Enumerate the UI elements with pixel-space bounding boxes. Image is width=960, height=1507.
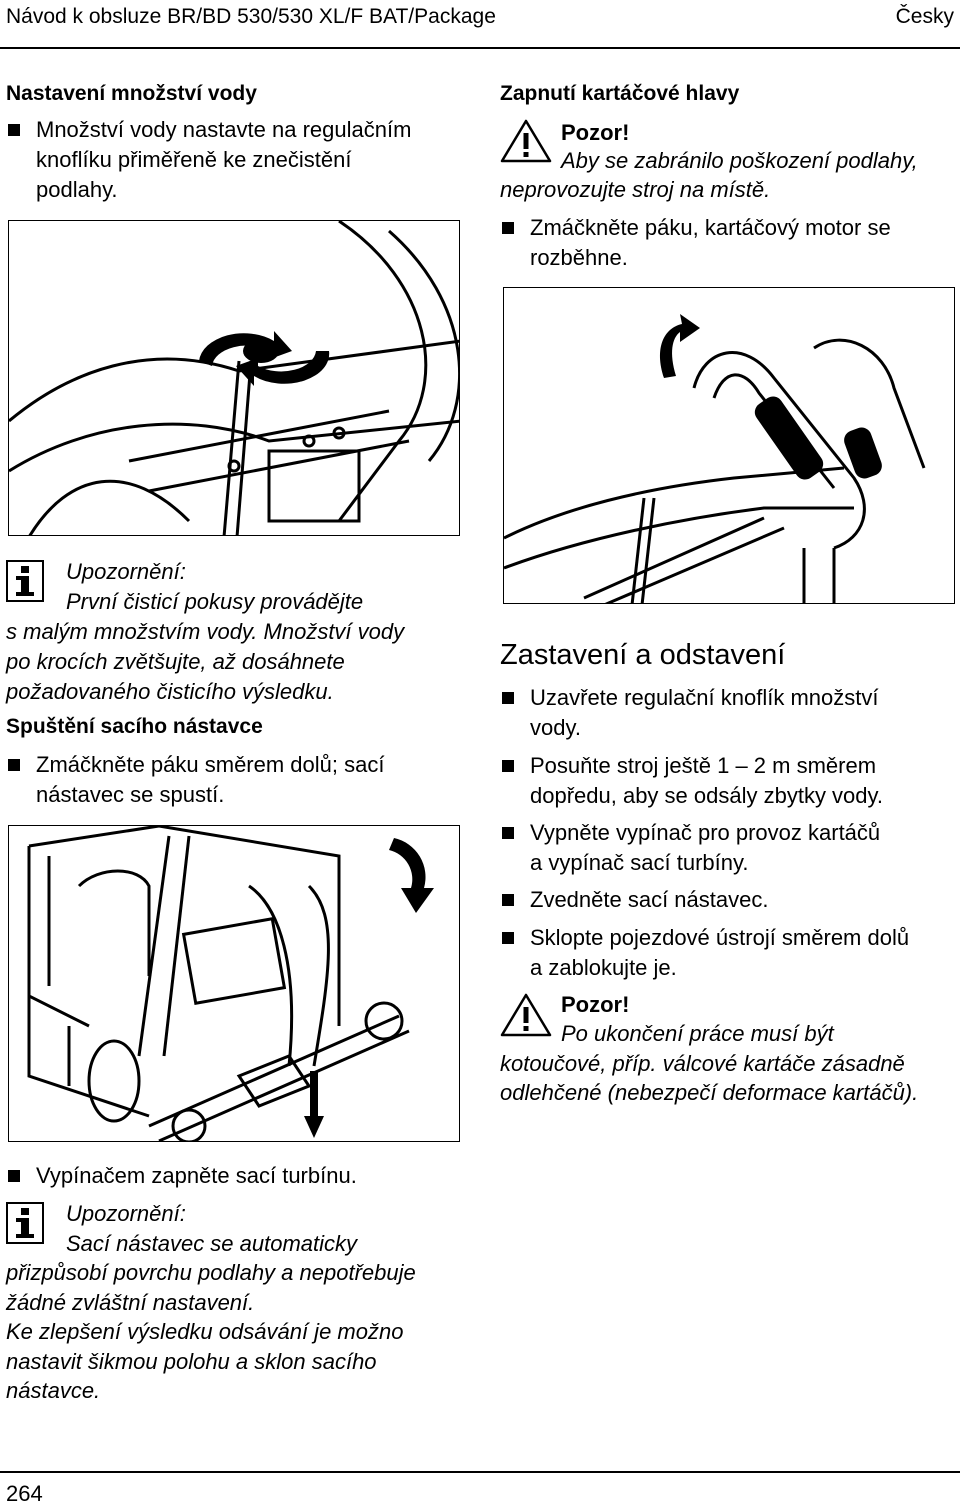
note-line: po krocích zvětšujte, až dosáhnete [6, 649, 345, 674]
text-line: Zmáčkněte páku směrem dolů; sací [36, 752, 385, 777]
note-line: Ke zlepšení výsledku odsávání je možno [6, 1319, 404, 1344]
text-line: Množství vody nastavte na regulačním [36, 117, 412, 142]
warning-line: Po ukončení práce musí být [561, 1021, 834, 1046]
text-line: rozběhne. [530, 245, 628, 270]
warning-label: Pozor! [561, 120, 630, 145]
header-rule [0, 47, 960, 49]
stop-bullet: Posuňte stroj ještě 1 – 2 m směrem dopře… [500, 751, 955, 811]
stop-bullet: Uzavřete regulační knoflík množství vody… [500, 683, 955, 743]
info-icon [6, 560, 44, 602]
stop-bullet: Sklopte pojezdové ústrojí směrem dolů a … [500, 923, 955, 983]
suction-bullet: Zmáčkněte páku směrem dolů; sací nástave… [6, 750, 466, 810]
water-bullet: Množství vody nastavte na regulačním kno… [6, 115, 466, 205]
stop-bullet: Zvedněte sací nástavec. [500, 885, 955, 915]
document-title: Návod k obsluze BR/BD 530/530 XL/F BAT/P… [6, 5, 496, 28]
text-line: knoflíku přiměřeně ke znečistění [36, 147, 352, 172]
text-line: a zablokujte je. [530, 955, 677, 980]
suction-heading: Spuštění sacího nástavce [6, 715, 263, 738]
warning-line: kotoučové, příp. válcové kartáče zásadně [500, 1051, 905, 1076]
text-line: Zmáčkněte páku, kartáčový motor se [530, 215, 891, 240]
brush-bullet: Zmáčkněte páku, kartáčový motor se rozbě… [500, 213, 955, 273]
language-label: Česky [895, 5, 954, 28]
warning-triangle-icon [500, 119, 552, 163]
note-line: žádné zvláštní nastavení. [6, 1290, 255, 1315]
text-line: dopředu, aby se odsály zbytky vody. [530, 783, 884, 808]
warning-line: odlehčené (nebezpečí deformace kartáčů). [500, 1080, 919, 1105]
text-line: Posuňte stroj ještě 1 – 2 m směrem [530, 753, 877, 778]
text-line: vody. [530, 715, 581, 740]
warning-line: Aby se zabránilo poškození podlahy, [561, 148, 918, 173]
stop-bullet: Vypněte vypínač pro provoz kartáčů a vyp… [500, 818, 955, 878]
warning-triangle-icon [500, 993, 552, 1037]
text-line: nástavec se spustí. [36, 782, 225, 807]
note-line: nástavce. [6, 1378, 101, 1403]
note-label: Upozornění: [66, 1201, 186, 1226]
brush-lever-illustration [504, 314, 926, 603]
info-icon [6, 1202, 44, 1244]
text-line: Vypněte vypínač pro provoz kartáčů [530, 820, 881, 845]
note-line: přizpůsobí povrchu podlahy a nepotřebuje [6, 1260, 416, 1285]
warning-line: neprovozujte stroj na místě. [500, 177, 771, 202]
page-number: 264 [6, 1481, 43, 1506]
squeegee-illustration [27, 826, 434, 1141]
figure-brush-lever [503, 287, 955, 604]
text-line: podlahy. [36, 177, 118, 202]
footer-rule [0, 1471, 960, 1473]
text-line: a vypínač sací turbíny. [530, 850, 749, 875]
water-knob-illustration [9, 221, 459, 535]
note-line: s malým množstvím vody. Množství vody [6, 619, 405, 644]
figure-water-knob [8, 220, 460, 536]
brush-heading: Zapnutí kartáčové hlavy [500, 82, 740, 105]
turbine-bullet: Vypínačem zapněte sací turbínu. [6, 1161, 466, 1191]
figure-squeegee [8, 825, 460, 1142]
text-line: Zvedněte sací nástavec. [530, 887, 769, 912]
text-line: Sklopte pojezdové ústrojí směrem dolů [530, 925, 910, 950]
warning-label: Pozor! [561, 992, 630, 1017]
note-line: nastavit šikmou polohu a sklon sacího [6, 1349, 377, 1374]
stop-heading: Zastavení a odstavení [500, 639, 786, 671]
text-line: Uzavřete regulační knoflík množství [530, 685, 879, 710]
text-line: Vypínačem zapněte sací turbínu. [36, 1163, 357, 1188]
note-line: Sací nástavec se automaticky [66, 1231, 358, 1256]
note-line: požadovaného čisticího výsledku. [6, 679, 334, 704]
water-heading: Nastavení množství vody [6, 82, 257, 105]
note-line: První čisticí pokusy provádějte [66, 589, 364, 614]
note-label: Upozornění: [66, 559, 186, 584]
